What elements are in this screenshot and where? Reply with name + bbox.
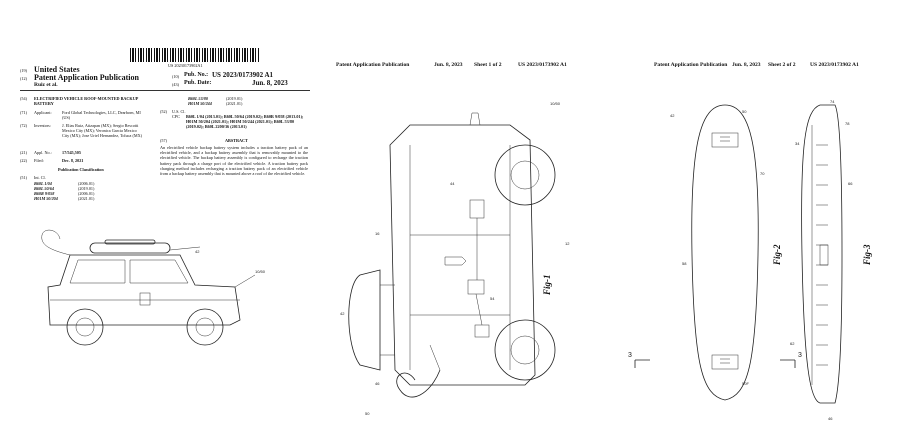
appl-code: (21)	[20, 150, 27, 155]
pub-date-label: Pub. Date:	[184, 80, 212, 86]
svg-text:50F: 50F	[742, 381, 749, 386]
fig1-drawing: 10/50 12 44 16 42 46 50 54 Fig-1	[340, 101, 570, 416]
abstract-code: (57)	[160, 138, 167, 143]
us-cl-cpc: CPC	[172, 114, 180, 119]
int-cl-code-3: B60R 9/058	[34, 191, 55, 196]
svg-text:46: 46	[828, 416, 833, 421]
svg-text:10/50: 10/50	[550, 101, 561, 106]
applicant-code: (71)	[20, 110, 27, 115]
svg-text:46: 46	[375, 381, 380, 386]
filed-date: Dec. 8, 2021	[62, 158, 84, 163]
title-code: (54)	[20, 96, 27, 101]
int-cl-code-4: H01M 50/204	[34, 196, 58, 201]
int-cl-label: Int. Cl.	[34, 175, 46, 180]
invention-title: ELECTRIFIED VEHICLE ROOF-MOUNTED BACKUP …	[34, 96, 139, 107]
pub-date-code: (43)	[172, 82, 179, 87]
svg-text:42: 42	[340, 311, 345, 316]
svg-text:50: 50	[365, 411, 370, 416]
applicant-label: Applicant:	[34, 110, 52, 115]
pub-date: Jun. 8, 2023	[252, 79, 288, 87]
int-cl-code-2: B60L 50/64	[34, 186, 54, 191]
svg-text:44: 44	[450, 181, 455, 186]
pub-no: US 2023/0173902 A1	[212, 71, 274, 79]
applicant: Ford Global Technologies, LLC, Dearborn,…	[62, 110, 141, 121]
header-divider	[20, 90, 310, 91]
us-cl-code: (52)	[160, 109, 167, 114]
section-mark-left: 3	[628, 352, 632, 359]
int-cl-code: (51)	[20, 175, 27, 180]
fig2-label: Fig-2	[772, 244, 782, 266]
int-cl-year-1: (2006.01)	[78, 181, 95, 186]
svg-text:70: 70	[760, 171, 765, 176]
filed-code: (22)	[20, 158, 27, 163]
barcode-image	[130, 48, 260, 62]
right-cl-code-2: H01M 50/244	[188, 101, 212, 106]
sheet2-header-sheet: Sheet 2 of 2	[768, 62, 796, 68]
svg-text:66: 66	[848, 181, 853, 186]
inventor-short: Ruiz et al.	[34, 82, 58, 88]
fig3-label: Fig-3	[862, 244, 872, 266]
filed-label: Filed:	[34, 158, 44, 163]
svg-text:42: 42	[670, 113, 675, 118]
sheet1-header-left: Patent Application Publication	[336, 62, 410, 68]
fig1-ref-12: 12	[565, 241, 570, 246]
abstract-text: An electrified vehicle backup battery sy…	[160, 145, 308, 177]
right-cl-year-2: (2021.01)	[226, 101, 243, 106]
int-cl-year-3: (2006.01)	[78, 191, 95, 196]
svg-text:62: 62	[790, 341, 795, 346]
right-cl-code-1: B60L 53/80	[188, 96, 208, 101]
int-cl-year-4: (2021.01)	[78, 196, 95, 201]
patent-front-page: US 20230173902A1 (19) United States (12)…	[20, 30, 320, 440]
inventors: J. Elias Ruiz, Atizapan (MX); Sergio Res…	[62, 123, 142, 139]
country: United States	[34, 65, 80, 74]
svg-text:42: 42	[195, 249, 200, 254]
drawing-sheet-1: Patent Application Publication Jun. 8, 2…	[330, 30, 600, 440]
inventors-code: (72)	[20, 123, 27, 128]
sheet2-header-number: US 2023/0173902 A1	[810, 62, 859, 68]
svg-text:78: 78	[845, 121, 850, 126]
pub-type-code: (12)	[20, 76, 27, 81]
right-cl-year-1: (2019.01)	[226, 96, 243, 101]
pub-no-code: (10)	[172, 74, 179, 79]
sheet2-header-left: Patent Application Publication	[654, 62, 728, 68]
barcode-number: US 20230173902A1	[168, 63, 203, 68]
svg-text:74: 74	[830, 99, 835, 104]
int-cl-code-1: B60L 1/04	[34, 181, 52, 186]
pub-type: Patent Application Publication	[34, 73, 139, 82]
svg-text:50: 50	[742, 109, 747, 114]
sheet1-header-sheet: Sheet 1 of 2	[474, 62, 502, 68]
int-cl-year-2: (2019.01)	[78, 186, 95, 191]
svg-text:58: 58	[682, 261, 687, 266]
appl-label: Appl. No.:	[34, 150, 52, 155]
svg-text:54: 54	[490, 296, 495, 301]
pub-class-title: Publication Classification	[58, 167, 104, 172]
section-mark-right: 3	[798, 352, 802, 359]
svg-text:34: 34	[795, 141, 800, 146]
us-cl-text: B60L 1/04 (2013.01); B60L 50/64 (2019.02…	[186, 114, 304, 130]
sheet1-header-number: US 2023/0173902 A1	[518, 62, 567, 68]
front-page-drawing: 10/50 42	[41, 229, 266, 346]
us-cl-label: U.S. Cl.	[172, 109, 186, 114]
inventors-label: Inventors:	[34, 123, 51, 128]
svg-text:16: 16	[375, 231, 380, 236]
svg-text:10/50: 10/50	[255, 269, 266, 274]
sheet1-header-date: Jun. 8, 2023	[434, 62, 463, 68]
fig2-fig3-drawing: 42 50 70 58 50F 3 3 Fig-2 74 78 34 66 62…	[628, 99, 872, 421]
appl-no: 17/545,505	[62, 150, 81, 155]
pub-no-label: Pub. No.:	[184, 72, 209, 78]
sheet2-header-date: Jun. 8, 2023	[732, 62, 761, 68]
country-code: (19)	[20, 68, 27, 73]
drawing-sheet-2: Patent Application Publication Jun. 8, 2…	[610, 30, 890, 440]
fig1-label: Fig-1	[542, 274, 552, 296]
abstract-title: ABSTRACT	[225, 138, 248, 143]
